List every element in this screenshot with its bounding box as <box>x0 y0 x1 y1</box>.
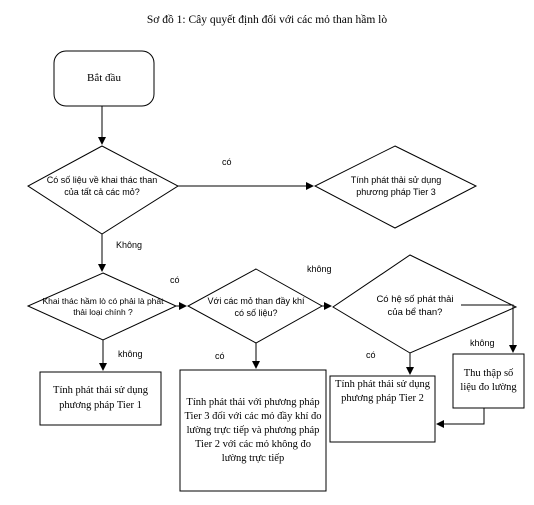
edge-label-q2-no: không <box>118 349 143 359</box>
tier3-a-label: Tính phát thải sử dụng phương pháp Tier … <box>350 174 442 197</box>
edge-label-q1-no: Không <box>116 240 143 250</box>
q4-label: Có hệ số phát thải của bể than? <box>376 294 454 318</box>
edge-label-q1-yes: có <box>222 157 232 167</box>
tier3-b-box <box>179 369 327 492</box>
diagram-title: Sơ đồ 1: Cây quyết định đối với các mỏ t… <box>146 14 388 26</box>
start-label: Bắt đầu <box>87 72 121 85</box>
tier1-label: Tính phát thải sử dụng phương pháp Tier … <box>53 385 148 411</box>
edge-label-q4-no: không <box>470 338 495 348</box>
collect-box <box>452 353 525 409</box>
tier1-box <box>39 371 162 426</box>
tier3-b-label: Tính phát thải với phương pháp Tier 3 đố… <box>184 396 322 465</box>
collect-label: Thu thập số liệu đo lường <box>460 367 517 393</box>
q2-label: Khai thác hầm lò có phải là phát thải lo… <box>42 295 164 317</box>
connector-q4-collect <box>461 304 517 353</box>
start-box <box>53 50 155 107</box>
edge-label-q3-no: không <box>307 264 332 274</box>
tier2-label: Tính phát thải sử dụng phương pháp Tier … <box>335 379 430 405</box>
edge-label-q2-yes: có <box>170 275 180 285</box>
process-tier3-a-shape <box>313 145 478 229</box>
q3-label: Với các mỏ than đầy khí có số liệu? <box>207 295 305 318</box>
q1-label: Có số liệu về khai thác than của tất cả … <box>46 174 158 197</box>
edge-label-q4-yes: có <box>366 350 376 360</box>
edge-label-q3-yes: có <box>215 351 225 361</box>
tier2-box <box>329 375 436 443</box>
connector-collect-tier2 <box>436 408 485 428</box>
